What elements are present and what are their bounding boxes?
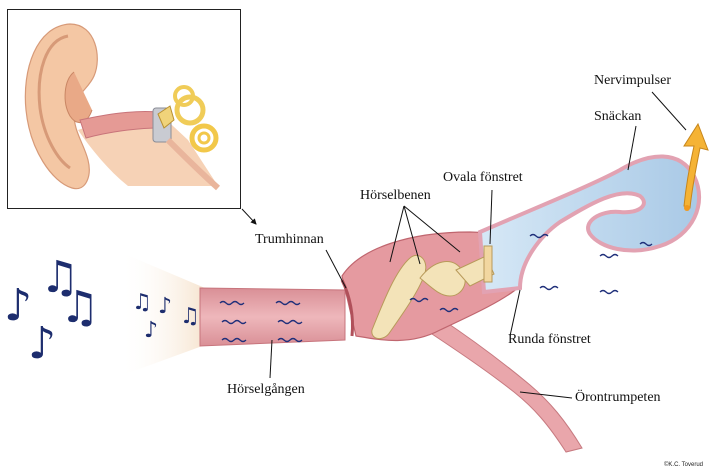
oval-window (484, 246, 492, 282)
credit-text: ©K.C. Toverud (664, 462, 703, 468)
ear-canal (200, 288, 345, 346)
label-trumhinnan: Trumhinnan (255, 232, 324, 248)
label-snackan: Snäckan (594, 109, 641, 125)
label-orontrumpeten: Örontrumpeten (575, 390, 661, 406)
inset-pointer (242, 209, 256, 224)
label-horselgangen: Hörselgången (227, 382, 305, 398)
nerve-end-icon (684, 205, 690, 211)
label-runda-fonstret: Runda fönstret (508, 332, 591, 348)
label-nervimpulser: Nervimpulser (594, 73, 671, 89)
label-horselbenen: Hörselbenen (360, 188, 431, 204)
label-ovala-fonstret: Ovala fönstret (443, 170, 523, 186)
